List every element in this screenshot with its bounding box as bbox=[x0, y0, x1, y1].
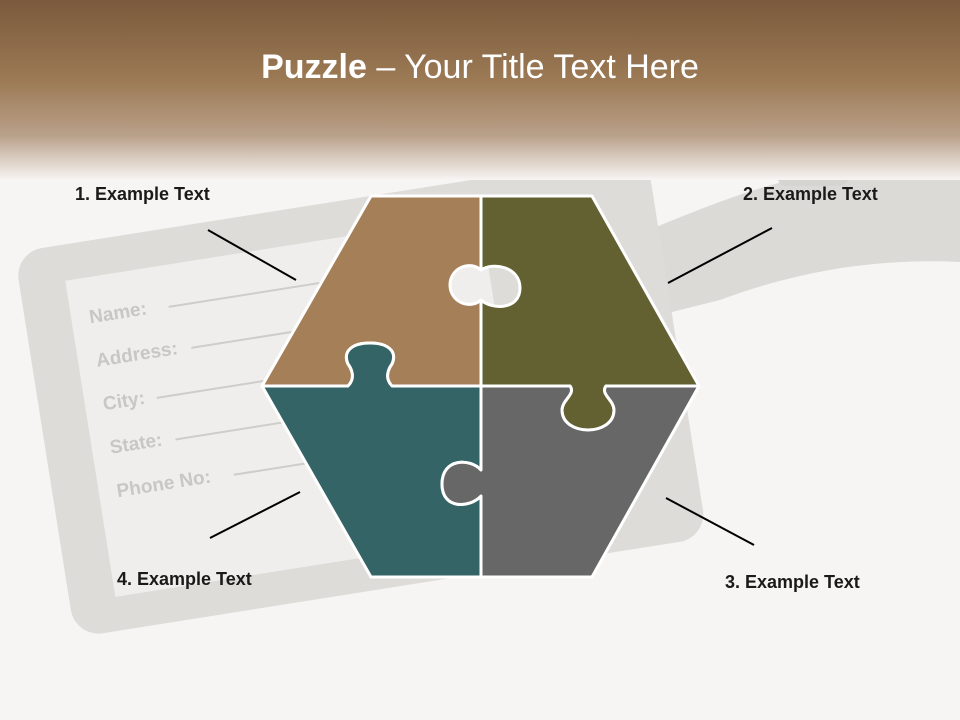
label-item-3: 3. Example Text bbox=[725, 572, 860, 592]
connector-line-3 bbox=[665, 497, 755, 546]
label-item-1: 1. Example Text bbox=[75, 184, 210, 204]
connector-line-4 bbox=[209, 491, 301, 539]
label-item-4: 4. Example Text bbox=[117, 569, 252, 589]
title-bold: Puzzle bbox=[261, 48, 367, 86]
title-rest: – Your Title Text Here bbox=[366, 48, 699, 86]
label-item-2: 2. Example Text bbox=[743, 184, 878, 204]
slide-title: Puzzle – Your Title Text Here bbox=[0, 48, 960, 87]
connector-line-2 bbox=[667, 227, 773, 284]
puzzle-piece-bottom-right[interactable] bbox=[440, 384, 701, 579]
connector-line-1 bbox=[207, 229, 297, 281]
